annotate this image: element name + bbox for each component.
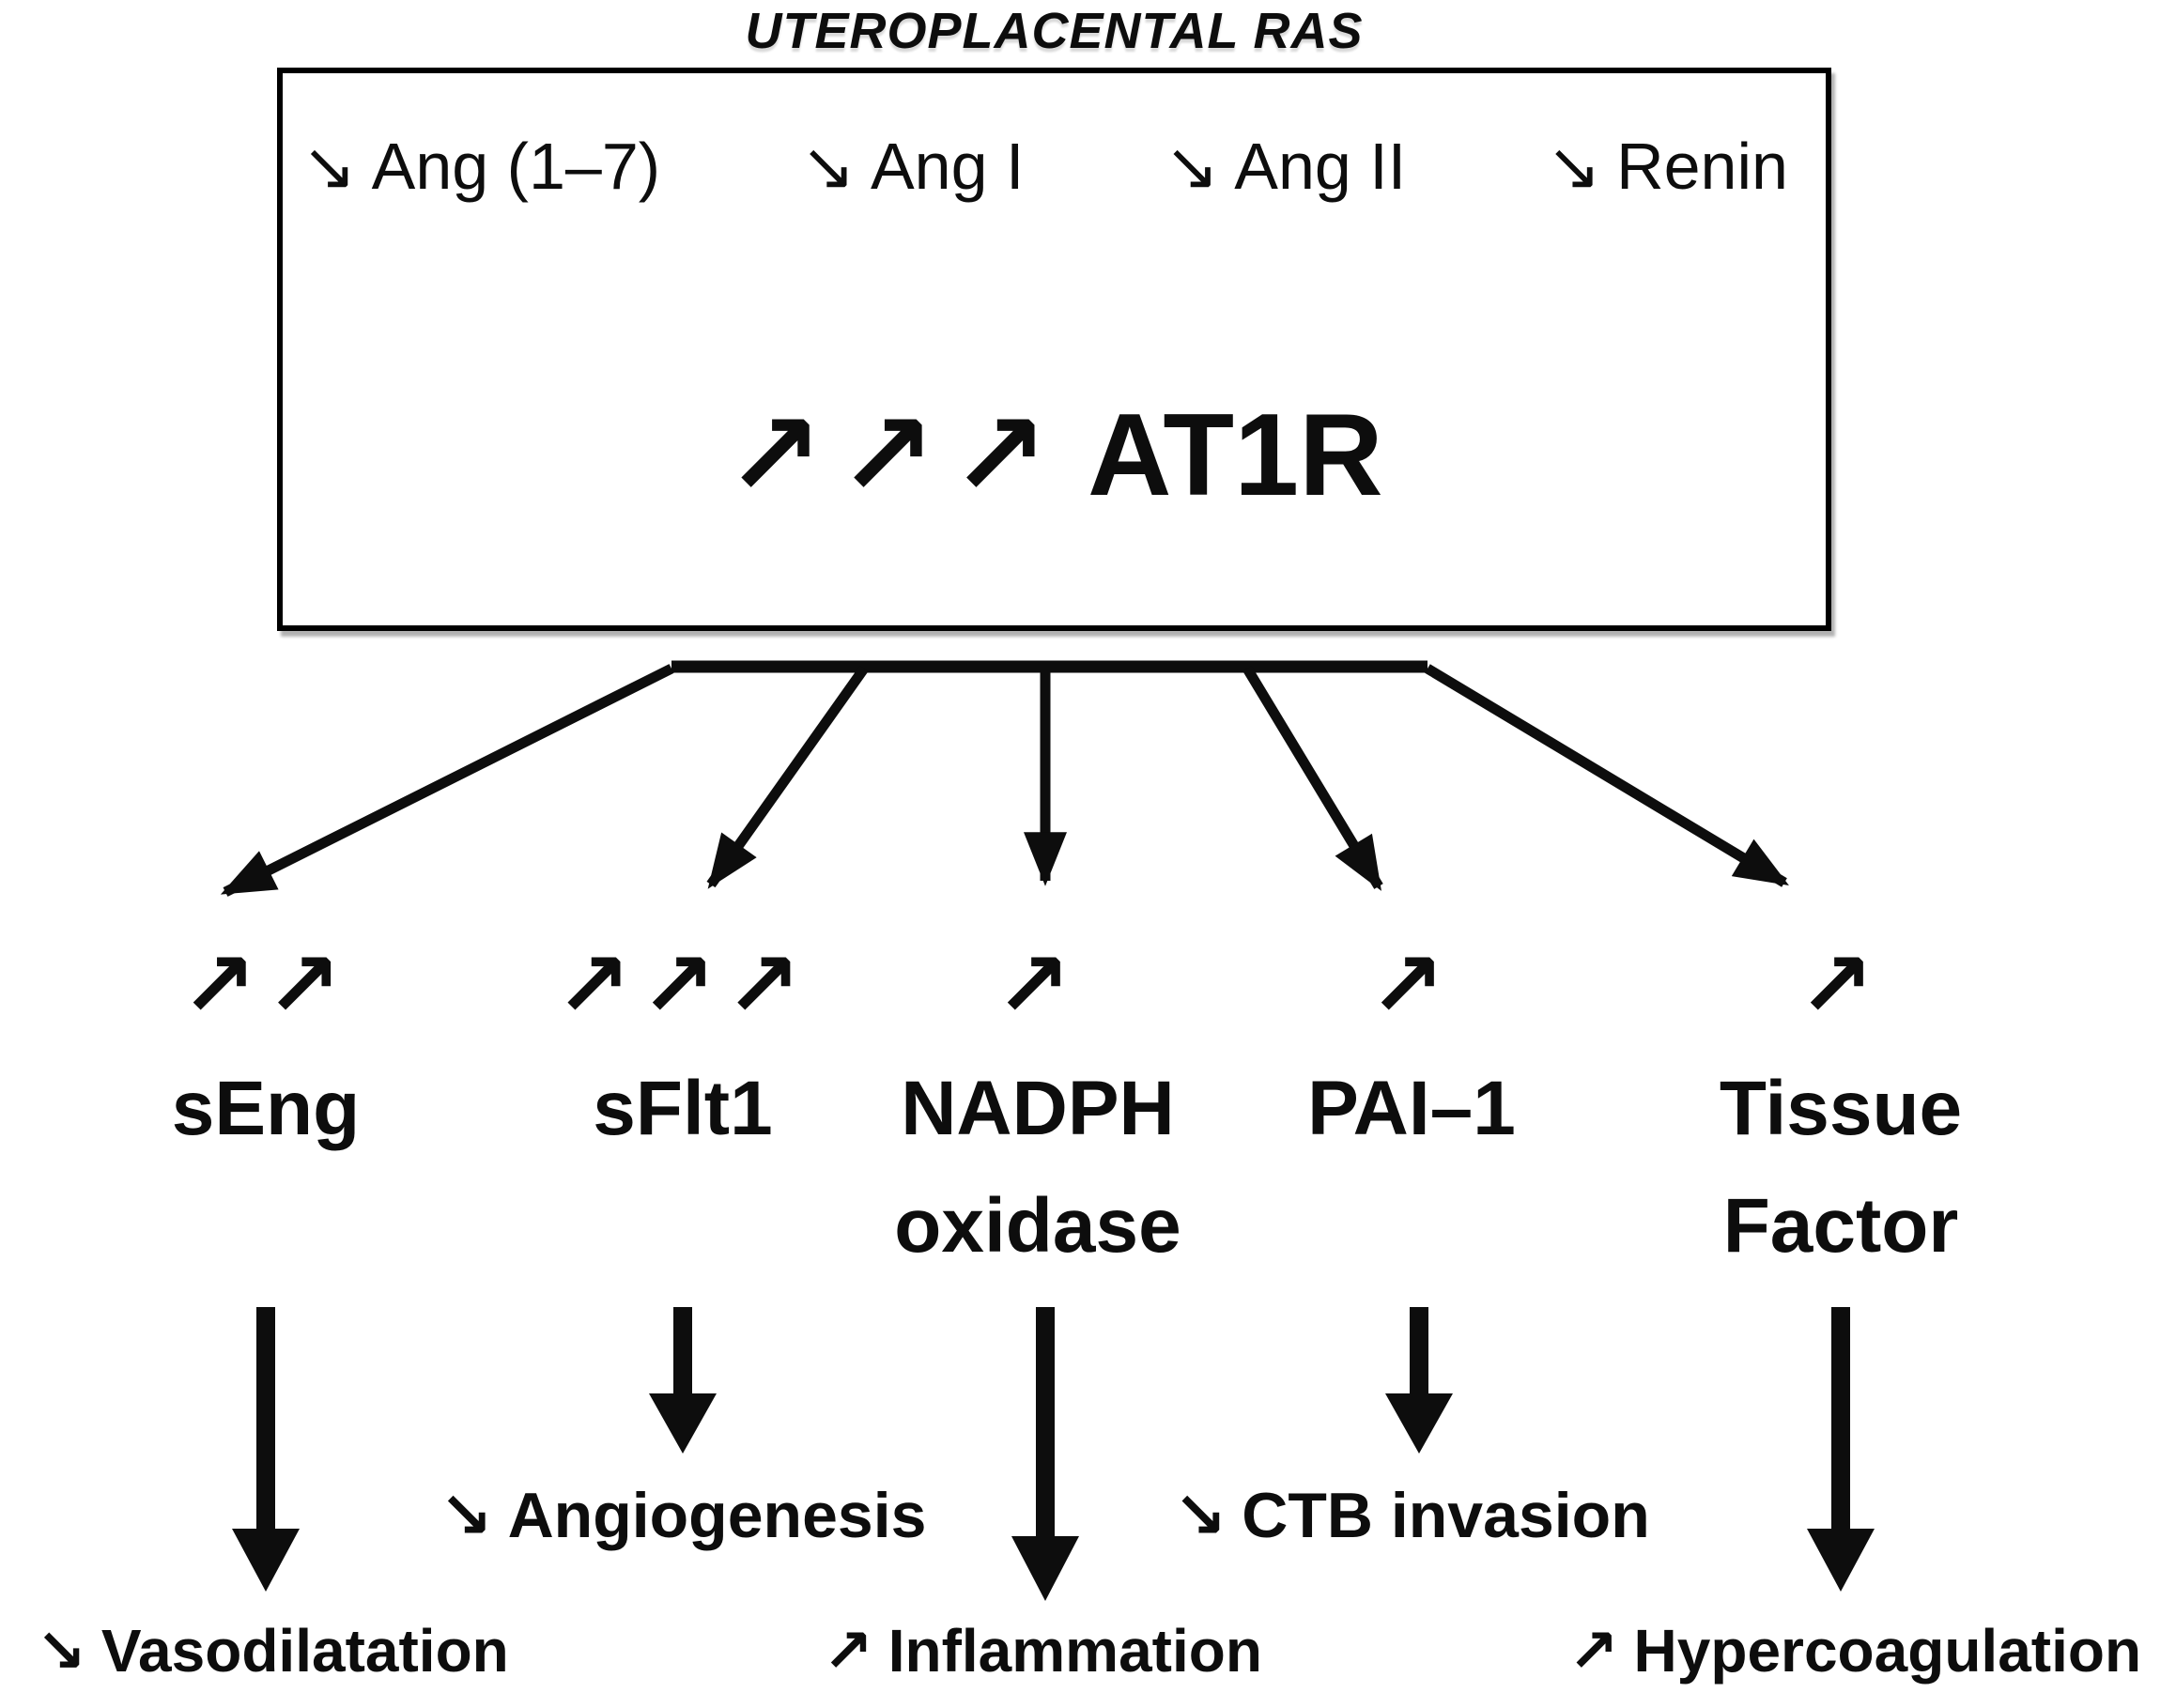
- increase-arrows-icon: ↗: [1798, 935, 1884, 1036]
- ras-components-row: ↘Ang (1–7) ↘Ang I ↘Ang II ↘Renin: [301, 133, 1788, 199]
- increase-arrows-icon: ↗↗↗: [555, 935, 810, 1036]
- ras-component: ↘Ang I: [800, 133, 1024, 199]
- increase-arrow-icon: ↗: [1567, 1617, 1619, 1685]
- fan-arrow-line: [1425, 664, 1789, 887]
- decrease-arrow-icon: ↘: [800, 130, 856, 203]
- at1r-label: AT1R: [1088, 391, 1383, 520]
- fan-arrows: [220, 660, 1789, 897]
- outcome-label: Hypercoagulation: [1633, 1617, 2142, 1685]
- increase-arrows-icon: ↗↗: [180, 935, 351, 1036]
- ras-component: ↘Ang (1–7): [301, 133, 660, 199]
- down-block-arrow-icon: [1011, 1307, 1079, 1601]
- mediator-name: Tissue: [1719, 1066, 1963, 1151]
- mediator-name: sEng: [171, 1066, 361, 1151]
- effect-label-ctb-invasion: ↘CTB invasion: [1036, 1484, 1787, 1547]
- ras-component: ↘Renin: [1546, 133, 1788, 199]
- decrease-arrow-icon: ↘: [1173, 1480, 1227, 1551]
- mediator-column-pai-1: ↗ PAI–1: [1196, 941, 1628, 1167]
- outcome-label-inflammation: ↗Inflammation: [686, 1621, 1399, 1681]
- outcome-label: Vasodilatation: [100, 1617, 509, 1685]
- effect-label: CTB invasion: [1242, 1480, 1650, 1551]
- mediator-name: oxidase: [894, 1183, 1181, 1269]
- ras-component-label: Renin: [1616, 130, 1788, 203]
- down-block-arrow-icon: [1385, 1307, 1453, 1454]
- mediator-name: Factor: [1722, 1183, 1959, 1269]
- down-block-arrow-icon: [1807, 1307, 1875, 1592]
- figure-title: UTEROPLACENTAL RAS: [745, 3, 1364, 59]
- effect-label-angiogenesis: ↘Angiogenesis: [307, 1484, 1058, 1547]
- mediator-column-seng: ↗↗ sEng: [50, 941, 482, 1167]
- at1r-receptor: ↗↗↗AT1R: [283, 397, 1826, 514]
- mediator-name: PAI–1: [1307, 1066, 1516, 1151]
- fan-arrow-line: [1242, 666, 1383, 891]
- mediator-column-sflt1: ↗↗↗ sFlt1: [467, 941, 899, 1167]
- decrease-arrow-icon: ↘: [301, 130, 357, 203]
- outcome-label: Inflammation: [887, 1617, 1262, 1685]
- increase-arrows-icon: ↗: [1368, 935, 1455, 1036]
- uteroplacental-ras-box: ↘Ang (1–7) ↘Ang I ↘Ang II ↘Renin ↗↗↗AT1R: [277, 68, 1831, 631]
- ras-component-label: Ang II: [1234, 130, 1407, 203]
- decrease-arrow-icon: ↘: [36, 1617, 86, 1685]
- mediator-name: sFlt1: [593, 1066, 773, 1151]
- ras-component-label: Ang (1–7): [371, 130, 661, 203]
- decrease-arrow-icon: ↘: [1546, 130, 1602, 203]
- increase-arrows-icon: ↗↗↗: [725, 391, 1064, 520]
- fan-arrow-line: [706, 665, 869, 889]
- outcome-label-vasodilatation: ↘Vasodilatation: [0, 1621, 629, 1681]
- ras-component: ↘Ang II: [1165, 133, 1407, 199]
- ras-component-label: Ang I: [870, 130, 1025, 203]
- increase-arrow-icon: ↗: [823, 1617, 873, 1685]
- decrease-arrow-icon: ↘: [1164, 130, 1220, 203]
- increase-arrows-icon: ↗: [995, 935, 1081, 1036]
- effect-label: Angiogenesis: [507, 1480, 927, 1551]
- fan-arrow-line: [220, 664, 674, 897]
- outcome-label-hypercoagulation: ↗Hypercoagulation: [1498, 1621, 2176, 1681]
- down-block-arrow-icon: [232, 1307, 300, 1592]
- decrease-arrow-icon: ↘: [439, 1480, 493, 1551]
- down-block-arrow-icon: [649, 1307, 717, 1454]
- mediator-name: NADPH: [901, 1066, 1175, 1151]
- down-block-arrows: [232, 1307, 1875, 1601]
